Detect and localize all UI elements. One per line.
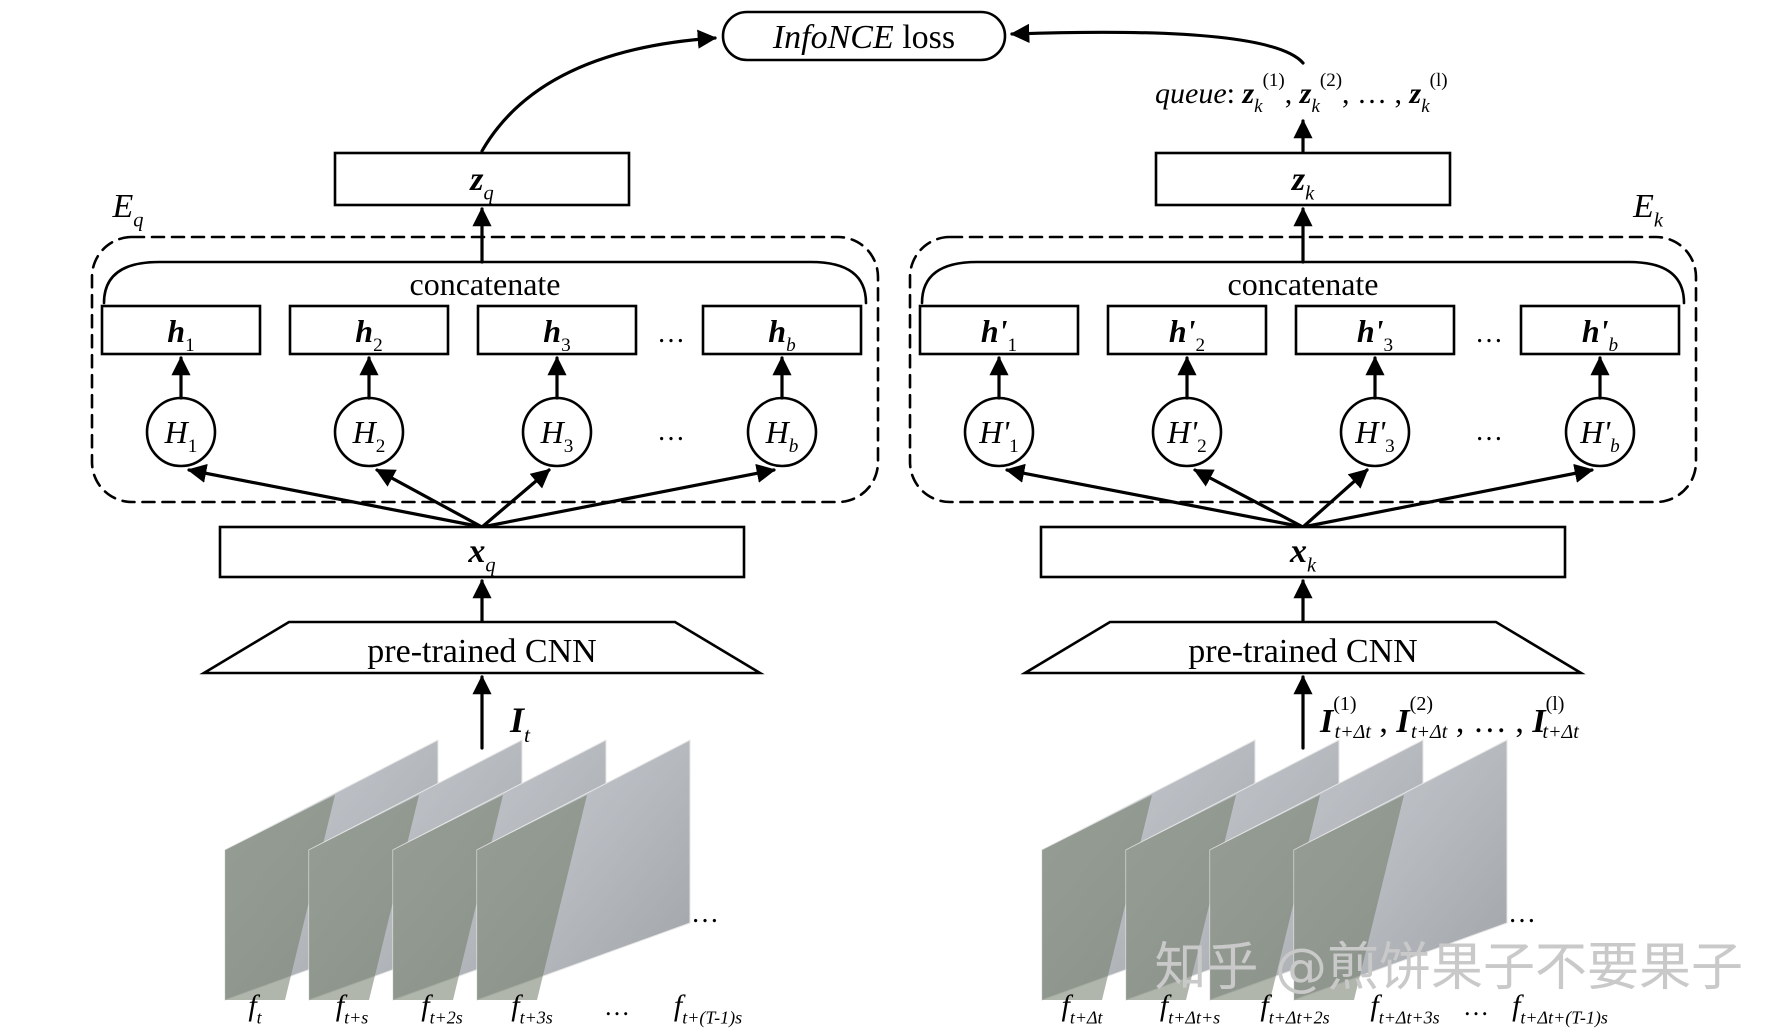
query-output-box <box>333 151 631 207</box>
key-cnn-label: pre-trained CNN <box>1188 633 1417 670</box>
query-head-label-1: h1 <box>167 313 194 356</box>
key-net-label-1: H'1 <box>978 414 1019 457</box>
key-head-label-1: h'1 <box>981 313 1017 356</box>
query-feature-box <box>218 525 746 579</box>
key-head-label-3: h'3 <box>1357 313 1393 356</box>
queue-label: queue: zk(1), zk(2), … , zk(l) <box>1155 70 1448 117</box>
key-net-label-4: H'b <box>1579 414 1620 457</box>
query-frame-grass-4 <box>477 795 587 1000</box>
key-net-label-3: H'3 <box>1354 414 1395 457</box>
key-frame-labels-ellipsis: … <box>1463 992 1489 1021</box>
query-net-label-1: H1 <box>164 414 198 457</box>
query-feature-to-net-arrow-4 <box>480 463 776 529</box>
query-cnn-trapezoid <box>199 620 765 675</box>
query-feature-label: xq <box>467 533 495 577</box>
key-feature-to-net-arrow-1 <box>1005 463 1305 529</box>
key-frame-grass-2 <box>1126 795 1236 1000</box>
query-net-label-2: H2 <box>352 414 386 457</box>
query-to-loss-arrow <box>480 29 717 153</box>
query-concat-label: concatenate <box>410 266 561 302</box>
loss-pill <box>721 10 1007 62</box>
query-feature-to-net-arrow-1 <box>187 463 484 529</box>
query-frames-ellipsis: … <box>691 898 719 929</box>
infonce-loss-node: InfoNCE loss <box>721 10 1007 62</box>
key-frame-grass-1 <box>1042 795 1152 1000</box>
key-feature-to-net-arrow-4 <box>1301 463 1594 529</box>
query-net-label-3: H3 <box>540 414 574 457</box>
key-cnn-trapezoid <box>1020 620 1586 675</box>
query-net-label-4: Hb <box>765 414 799 457</box>
query-head-label-2: h2 <box>355 313 382 356</box>
key-net-label-2: H'2 <box>1166 414 1207 457</box>
query-head-box-4 <box>701 304 863 356</box>
key-output-label: zk <box>1291 161 1315 205</box>
queue-to-loss-arrow <box>1010 23 1305 65</box>
query-frame-label-5: ft+(T-1)s <box>674 989 742 1028</box>
key-head-box-2 <box>1106 304 1268 356</box>
key-head-label-2: h'2 <box>1169 313 1205 356</box>
query-encoder-label: Eq <box>112 188 144 232</box>
query-output-label: zq <box>469 161 493 205</box>
key-inputs-label: I(1)t+Δt , I(2)t+Δt , … , I(l)t+Δt <box>1319 693 1579 743</box>
query-encoder-boundary <box>90 235 880 504</box>
key-head-label-4: h'b <box>1582 313 1619 356</box>
key-output-box <box>1154 151 1452 207</box>
key-head-box-4 <box>1519 304 1681 356</box>
query-head-label-4: hb <box>768 313 796 356</box>
query-input-label: It <box>509 700 531 747</box>
key-feature-label: xk <box>1289 533 1317 577</box>
key-encoder-label: Ek <box>1632 188 1664 232</box>
queue-text: queue: zk(1), zk(2), … , zk(l) <box>1155 70 1448 117</box>
query-head-box-1 <box>100 304 262 356</box>
loss-label: InfoNCE loss <box>772 19 955 56</box>
key-frame-grass-4 <box>1294 795 1404 1000</box>
query-frame-grass-3 <box>393 795 503 1000</box>
watermark: 知乎 @煎饼果子不要果子 <box>1154 938 1743 998</box>
query-heads-ellipsis: … <box>657 318 685 349</box>
query-cnn-label: pre-trained CNN <box>367 633 596 670</box>
query-frame-labels-ellipsis: … <box>604 992 630 1021</box>
query-concat-bracket <box>102 260 868 305</box>
key-feature-to-net-arrow-2 <box>1193 468 1305 529</box>
query-head-box-2 <box>288 304 450 356</box>
query-feature-to-net-arrow-3 <box>480 468 551 529</box>
key-head-box-1 <box>918 304 1080 356</box>
key-heads-ellipsis: … <box>1475 318 1503 349</box>
key-head-box-3 <box>1294 304 1456 356</box>
key-nets-ellipsis: … <box>1475 416 1503 447</box>
key-frames-ellipsis: … <box>1508 898 1536 929</box>
query-feature-to-net-arrow-2 <box>375 468 484 529</box>
key-concat-label: concatenate <box>1228 266 1379 302</box>
query-frame-grass-1 <box>225 795 335 1000</box>
query-head-box-3 <box>476 304 638 356</box>
key-frame-grass-3 <box>1210 795 1320 1000</box>
query-nets-ellipsis: … <box>657 416 685 447</box>
query-frame-grass-2 <box>309 795 419 1000</box>
key-feature-box <box>1039 525 1567 579</box>
key-feature-to-net-arrow-3 <box>1301 468 1369 529</box>
query-head-label-3: h3 <box>543 313 570 356</box>
